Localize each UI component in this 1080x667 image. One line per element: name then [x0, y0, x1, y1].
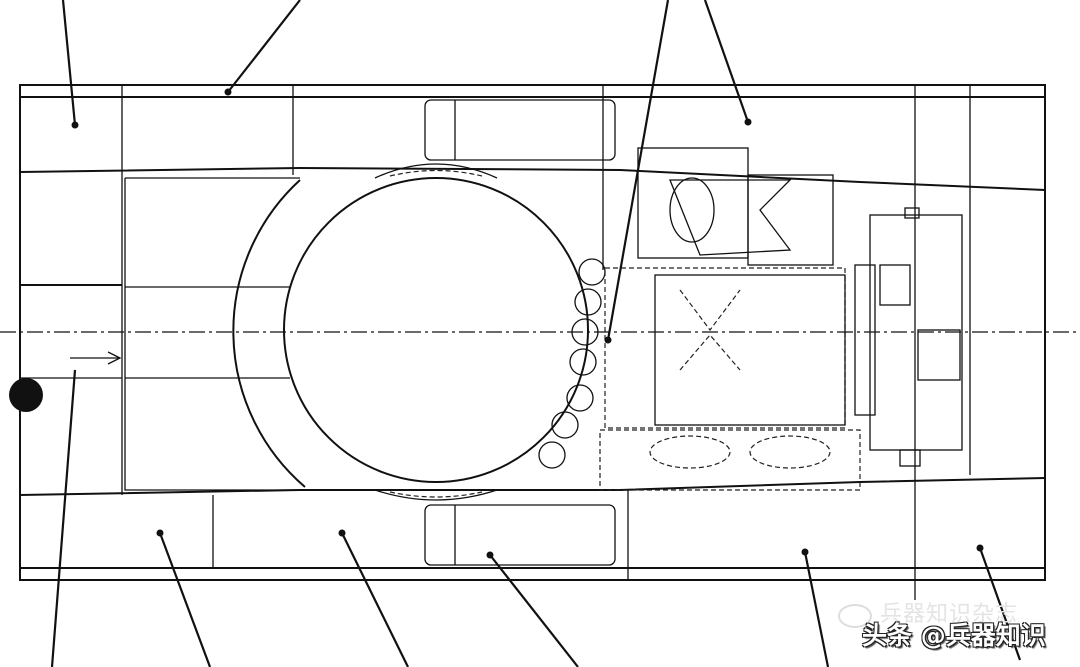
wechat-logo-icon	[838, 604, 872, 628]
watermark-primary: 头条 @兵器知识	[862, 621, 1046, 650]
reference-dot	[9, 378, 43, 412]
ammo-racks	[424, 99, 616, 566]
watermark-secondary: 兵器知识杂志	[880, 602, 1019, 627]
hull-outline	[19, 84, 1046, 600]
driver-seat	[637, 147, 834, 266]
turret	[232, 163, 589, 501]
leader-lines	[50, 0, 1022, 667]
